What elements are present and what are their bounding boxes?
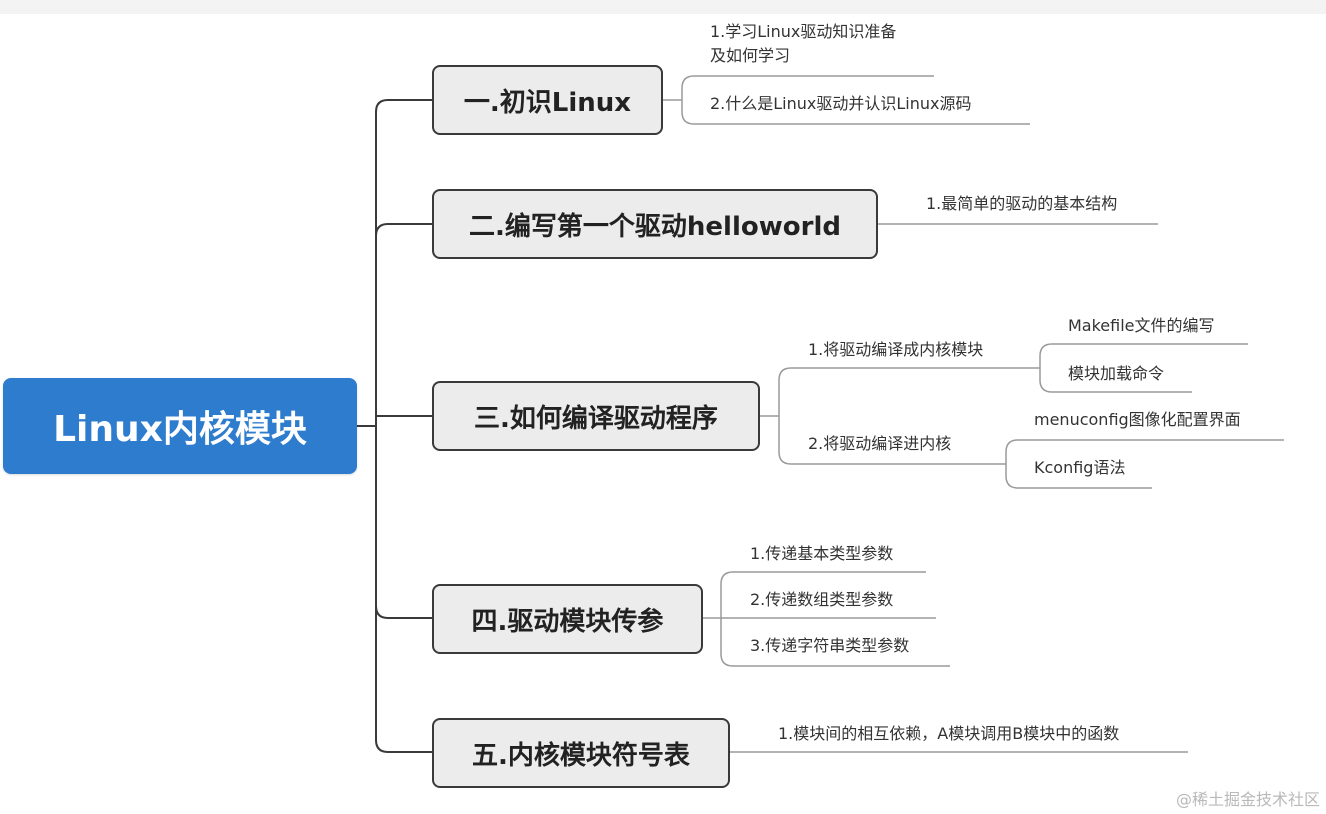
connector-s1-branch [663, 75, 1030, 125]
connector-s3-sub1 [1039, 343, 1248, 393]
connector-to-section-4 [375, 605, 432, 619]
leaf-s1-1-line2[interactable]: 及如何学习 [710, 46, 791, 65]
leaf-s4-1[interactable]: 1.传递基本类型参数 [750, 544, 894, 563]
root-node[interactable]: Linux内核模块 [3, 378, 357, 474]
leaf-s3-1-a[interactable]: Makefile文件的编写 [1068, 316, 1215, 335]
leaf-s1-2[interactable]: 2.什么是Linux驱动并认识Linux源码 [710, 94, 972, 113]
top-bar [0, 0, 1326, 14]
connector-trunk-vertical [375, 99, 389, 753]
leaf-s1-1-line1[interactable]: 1.学习Linux驱动知识准备 [710, 22, 897, 41]
leaf-s5-1[interactable]: 1.模块间的相互依赖，A模块调用B模块中的函数 [778, 724, 1120, 743]
section-node-5[interactable]: 五.内核模块符号表 [432, 718, 730, 788]
section-node-1[interactable]: 一.初识Linux [432, 65, 663, 135]
leaf-s3-2-b[interactable]: Kconfig语法 [1034, 458, 1126, 477]
watermark-text: @稀土掘金技术社区 [1175, 790, 1320, 809]
section-node-2[interactable]: 二.编写第一个驱动helloworld [432, 189, 878, 259]
connector-s3-sub2 [1005, 439, 1284, 489]
leaf-s3-2-a[interactable]: menuconfig图像化配置界面 [1034, 410, 1241, 429]
connector-s3-branch [760, 367, 1040, 465]
leaf-s2-1[interactable]: 1.最简单的驱动的基本结构 [926, 194, 1118, 213]
leaf-s3-1[interactable]: 1.将驱动编译成内核模块 [808, 340, 984, 359]
section-node-4[interactable]: 四.驱动模块传参 [432, 584, 703, 654]
leaf-s4-2[interactable]: 2.传递数组类型参数 [750, 590, 894, 609]
section-node-3[interactable]: 三.如何编译驱动程序 [432, 381, 760, 451]
leaf-s3-2[interactable]: 2.将驱动编译进内核 [808, 434, 952, 453]
leaf-s4-3[interactable]: 3.传递字符串类型参数 [750, 636, 910, 655]
leaf-s3-1-b[interactable]: 模块加载命令 [1068, 364, 1165, 383]
connector-to-section-2 [375, 223, 432, 237]
connector-s4-branch [703, 571, 950, 667]
